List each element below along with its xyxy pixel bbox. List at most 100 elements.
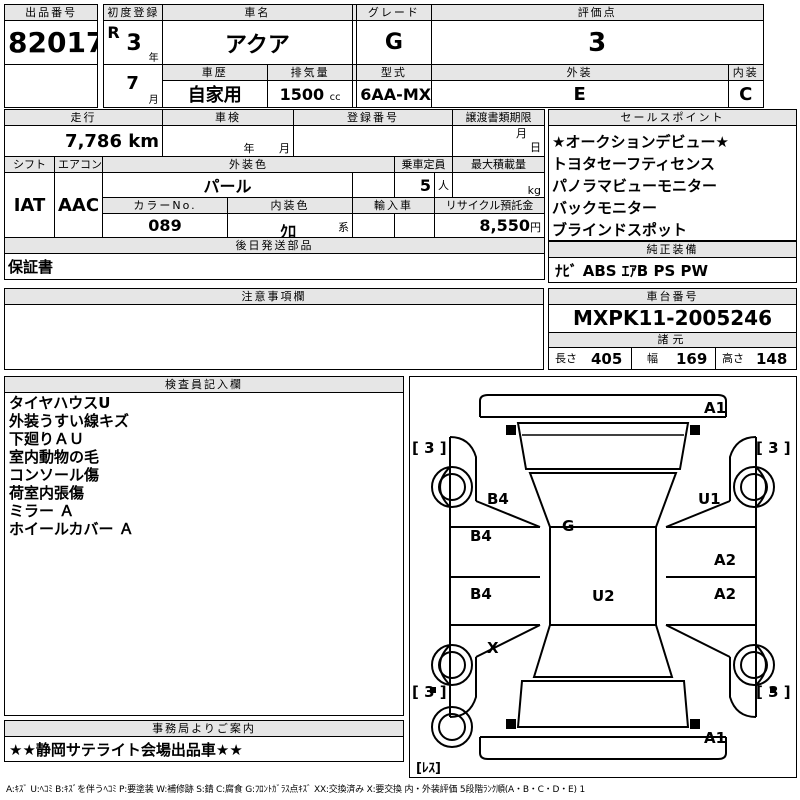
inspection-label: 車検 bbox=[162, 109, 294, 126]
mark-right-rear-door: A2 bbox=[714, 585, 737, 603]
office-label: 事務局よりご案内 bbox=[5, 721, 403, 737]
exterior-grade: E bbox=[430, 80, 729, 108]
height: 148 bbox=[756, 350, 788, 368]
spare-tire: [ﾚｽ] bbox=[416, 761, 441, 776]
car-outline-svg bbox=[430, 394, 776, 760]
transfer-cell: 月 日 bbox=[452, 125, 545, 157]
sales-point-item: ★オークションデビュー★ bbox=[552, 133, 729, 151]
ac: AAC bbox=[54, 172, 103, 238]
recycle: 8,550 bbox=[479, 216, 530, 235]
later-parts-label: 後日発送部品 bbox=[4, 237, 545, 254]
shift: IAT bbox=[4, 172, 55, 238]
mileage-cell: 7,786 km bbox=[4, 125, 163, 157]
exterior-label: 外装 bbox=[430, 64, 729, 81]
inspector-item: タイヤハウスU bbox=[9, 394, 111, 412]
capacity: 5 bbox=[394, 172, 435, 198]
inspector-item: ミラー Ａ bbox=[9, 502, 75, 520]
header-table: 出品番号 初度登録 車名 ドア形状 グレード 評価点 82017 R 3 年 ア… bbox=[3, 4, 797, 108]
regno-value bbox=[293, 125, 453, 157]
recycle-unit: 円 bbox=[530, 221, 541, 234]
capacity-unit: 人 bbox=[434, 172, 453, 198]
interior-color-cell: ｸﾛ 系 bbox=[227, 213, 353, 238]
inspector-item: 荷室内張傷 bbox=[9, 484, 85, 502]
color-label: 外装色 bbox=[102, 156, 395, 173]
sales-points-list: ★オークションデビュー★ トヨタセーフティセンス パノラマビューモニター バック… bbox=[552, 131, 729, 241]
fuel-label: 燃料 bbox=[352, 64, 358, 81]
width: 169 bbox=[676, 350, 708, 368]
mark-roof: G bbox=[562, 517, 575, 535]
mark-left-rear-panel: B4 bbox=[470, 585, 492, 603]
mark-floor: U2 bbox=[592, 587, 615, 605]
tire-rear-left: [ 3 ] bbox=[412, 683, 447, 701]
reg-year: 3 bbox=[126, 31, 142, 56]
inspector-item: 下廻りＡＵ bbox=[9, 430, 85, 448]
inspector-item: ホイールカバー Ａ bbox=[9, 520, 134, 538]
sales-point-item: パノラマビューモニター bbox=[552, 177, 718, 195]
import-label: 輸入車 bbox=[352, 197, 435, 214]
reg-month-cell: 7 月 bbox=[103, 64, 163, 108]
interior-label: 内装 bbox=[727, 64, 764, 81]
score-label: 評価点 bbox=[430, 4, 764, 21]
recycle-label: リサイクル預託金 bbox=[434, 197, 545, 214]
recycle-cell: 8,550円 bbox=[434, 213, 545, 238]
grade: G bbox=[356, 20, 432, 65]
color-no-label: カラーNo. bbox=[102, 197, 228, 214]
mark-left-front-door: B4 bbox=[487, 490, 509, 508]
displacement-label: 排気量 bbox=[266, 64, 354, 81]
car-name: アクア bbox=[161, 20, 354, 65]
sales-points-box: セールスポイント ★オークションデビュー★ トヨタセーフティセンス パノラマビュ… bbox=[548, 109, 797, 241]
reg-era: R bbox=[107, 23, 120, 42]
sales-points-label: セールスポイント bbox=[549, 110, 796, 126]
inspector-box: 検査員記入欄 タイヤハウスU 外装うすい線キズ 下廻りＡＵ 室内動物の毛 コンソ… bbox=[4, 376, 404, 716]
fuel: ｶﾞｿﾘﾝ bbox=[352, 80, 358, 108]
notes-box: 注意事項欄 bbox=[4, 288, 544, 370]
displacement: 1500 bbox=[279, 84, 325, 104]
inspection-year-unit: 年 bbox=[243, 142, 255, 155]
color-no: 089 bbox=[102, 213, 228, 238]
reg-year-unit: 年 bbox=[148, 53, 159, 64]
length: 405 bbox=[591, 350, 623, 368]
height-label: 高さ bbox=[722, 352, 744, 365]
damage-legend: A:ｷｽﾞ U:ﾍｺﾐ B:ｷｽﾞを伴うﾍｺﾐ P:要塗装 W:補修跡 S:錆 … bbox=[6, 785, 585, 795]
mark-left-rear-fender: X bbox=[487, 639, 499, 657]
equipment-label: 純正装備 bbox=[549, 242, 796, 258]
door-label: ドア形状 bbox=[352, 4, 358, 21]
inspector-list: タイヤハウスU 外装うすい線キズ 下廻りＡＵ 室内動物の毛 コンソール傷 荷室内… bbox=[9, 394, 134, 538]
car-name-label: 車名 bbox=[161, 4, 354, 21]
mark-right-front-fender: U1 bbox=[698, 490, 721, 508]
inspector-label: 検査員記入欄 bbox=[5, 377, 403, 393]
spec-row: 長さ 405 幅 169 高さ 148 bbox=[549, 348, 796, 370]
interior-color-unit: 系 bbox=[338, 221, 349, 234]
inspector-item: コンソール傷 bbox=[9, 466, 100, 484]
mark-right-front-door: A2 bbox=[714, 551, 737, 569]
tire-front-left: [ 3 ] bbox=[412, 439, 447, 457]
equipment-box: 純正装備 ﾅﾋﾞ ABS ｴｱB PS PW bbox=[548, 241, 797, 283]
details-table: 走行 車検 登録番号 譲渡書類期限 7,786 km 年 月 月 日 シフト エ… bbox=[4, 109, 545, 280]
notes-label: 注意事項欄 bbox=[5, 289, 543, 305]
length-label: 長さ bbox=[555, 352, 577, 365]
mark-left-rear-door: B4 bbox=[470, 527, 492, 545]
load-label: 最大積載量 bbox=[452, 156, 545, 173]
color-extra bbox=[352, 172, 395, 198]
score: 3 bbox=[430, 20, 764, 65]
regno-label: 登録番号 bbox=[293, 109, 453, 126]
shift-label: シフト bbox=[4, 156, 55, 173]
import-a bbox=[352, 213, 395, 238]
transfer-month-unit: 月 bbox=[516, 127, 527, 140]
sales-point-item: バックモニター bbox=[552, 199, 658, 217]
equipment-value: ﾅﾋﾞ ABS ｴｱB PS PW bbox=[555, 262, 709, 280]
mark-rear: A1 bbox=[704, 729, 727, 747]
inspector-item: 室内動物の毛 bbox=[9, 448, 100, 466]
inspector-item: 外装うすい線キズ bbox=[9, 412, 130, 430]
interior-color: ｸﾛ bbox=[280, 222, 297, 238]
transfer-label: 譲渡書類期限 bbox=[452, 109, 545, 126]
load-unit: kg bbox=[452, 172, 545, 198]
reg-month-unit: 月 bbox=[148, 95, 159, 106]
mark-front: A1 bbox=[704, 399, 727, 417]
ac-label: エアコン bbox=[54, 156, 103, 173]
tire-rear-right: [ 3 ] bbox=[756, 683, 791, 701]
sales-point-item: トヨタセーフティセンス bbox=[552, 155, 715, 173]
office-box: 事務局よりご案内 ★★静岡サテライト会場出品車★★ bbox=[4, 720, 404, 762]
lot-blank bbox=[3, 64, 99, 108]
spec-label: 諸元 bbox=[549, 332, 796, 348]
